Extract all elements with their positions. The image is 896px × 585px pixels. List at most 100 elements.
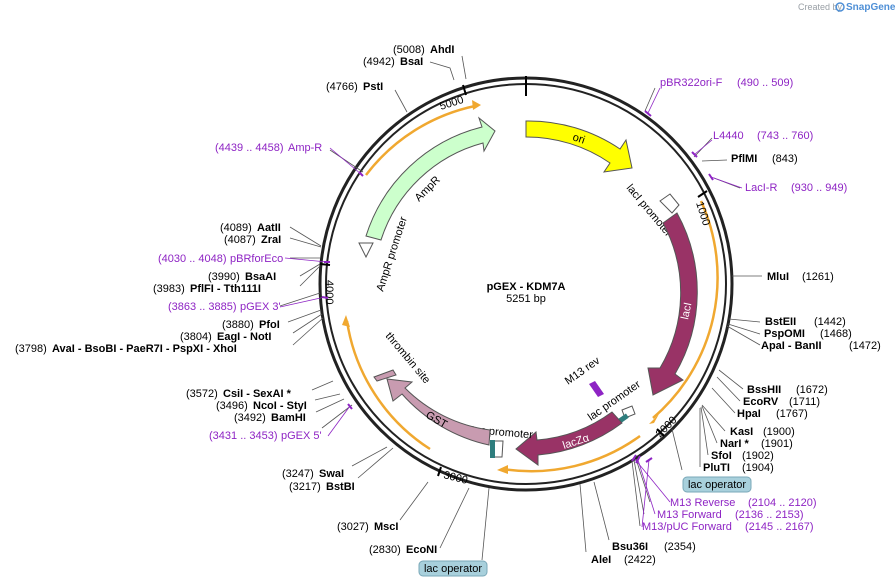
primer-amp-r: Amp-R — [288, 142, 322, 154]
plasmid-backbone — [318, 76, 734, 492]
laci-label: lacI — [679, 301, 694, 320]
m13-rev-label: M13 rev — [563, 355, 603, 388]
site-sfoi-pos: (1902) — [742, 450, 774, 462]
site-hpai-pos: (1767) — [776, 408, 808, 420]
thrombin-site-label: thrombin site — [383, 330, 433, 386]
site-pspomi: PspOMI — [764, 328, 805, 340]
primer-m13-reverse: M13 Reverse — [670, 497, 735, 509]
tick-2000-mark — [656, 428, 665, 437]
feature-laci-promoter — [659, 193, 680, 214]
site-pfoi-pos: (3880) — [222, 319, 254, 331]
site-avai-group-pos: (3798) — [15, 343, 47, 355]
feature-m13-rev — [589, 381, 604, 397]
primer-l4440: L4440 — [713, 130, 744, 142]
primer-amp-r-range: (4439 .. 4458) — [215, 142, 284, 154]
site-nari: NarI * — [720, 438, 749, 450]
gst-arc-arrowhead — [342, 315, 350, 327]
primer-pgex-5-range: (3431 .. 3453) — [209, 430, 278, 442]
feature-ori — [525, 120, 633, 173]
lacI-arc — [652, 200, 719, 419]
lac-operator-box-bottom: lac operator — [418, 560, 488, 577]
site-pfoi: PfoI — [259, 319, 280, 331]
site-nari-pos: (1901) — [761, 438, 793, 450]
site-pflfi-tth111i: PflFI - Tth111I — [190, 283, 261, 295]
primer-laci-r-range: (930 .. 949) — [791, 182, 847, 194]
ori-label: ori — [571, 131, 586, 146]
site-bsaai-pos: (3990) — [208, 271, 240, 283]
tick-3000-label: 3000 — [442, 469, 469, 487]
primer-l4440-range: (743 .. 760) — [757, 130, 813, 142]
plasmid-length: 5251 bp — [506, 293, 546, 305]
site-bstbi: BstBI — [326, 481, 355, 493]
site-sfoi: SfoI — [711, 450, 732, 462]
ampr-arc — [365, 104, 476, 176]
gst-arc — [345, 320, 431, 451]
site-pflmi: PflMI — [731, 153, 757, 165]
site-zrai: ZraI — [261, 234, 281, 246]
site-bstbi-pos: (3217) — [289, 481, 321, 493]
site-bsai-pos: (4942) — [363, 56, 395, 68]
site-alei-pos: (2422) — [624, 554, 656, 566]
feature-ampr — [365, 116, 496, 241]
site-pluti-pos: (1904) — [742, 462, 774, 474]
tick-4000-label: 4000 — [323, 280, 335, 304]
site-apai-banii: ApaI - BanII — [761, 340, 822, 352]
feature-thrombin-site — [373, 369, 397, 382]
site-msci: MscI — [374, 521, 398, 533]
site-apai-banii-pos: (1472) — [849, 340, 881, 352]
primer-m13-puc-forward-range: (2145 .. 2167) — [745, 521, 814, 533]
site-bamhi: BamHI — [271, 412, 306, 424]
site-ecorv-pos: (1711) — [789, 396, 820, 408]
site-econi: EcoNI — [406, 544, 437, 556]
created-by-text: Created by — [798, 2, 843, 12]
snapgene-logo-icon — [835, 2, 845, 12]
lac-operator-label-right: lac operator — [688, 479, 746, 491]
leader-lines — [279, 55, 762, 561]
site-psti-pos: (4766) — [326, 81, 358, 93]
feature-lacz-alpha — [515, 411, 623, 466]
site-zrai-pos: (4087) — [224, 234, 256, 246]
primer-pbr322ori-f: pBR322ori-F — [660, 77, 723, 89]
site-pspomi-pos: (1468) — [820, 328, 852, 340]
lac-operator-box-right: lac operator — [682, 476, 752, 493]
plasmid-title: pGEX - KDM7A — [487, 281, 566, 293]
site-kasi-pos: (1900) — [763, 426, 795, 438]
primer-m13-forward: M13 Forward — [657, 509, 722, 521]
site-csii-sexai: CsiI - SexAI * — [223, 388, 292, 400]
primer-laci-r: LacI-R — [745, 182, 777, 194]
site-csii-sexai-pos: (3572) — [186, 388, 218, 400]
site-avai-group: AvaI - BsoBI - PaeR7I - PspXI - XhoI — [52, 343, 237, 355]
site-hpai: HpaI — [737, 408, 761, 420]
site-bsteii: BstEII — [765, 316, 796, 328]
primer-pgex-3-range: (3863 .. 3885) — [168, 301, 237, 313]
site-ncoi-styi-pos: (3496) — [216, 400, 248, 412]
site-bamhi-pos: (3492) — [234, 412, 266, 424]
feature-laci — [647, 212, 698, 396]
site-eagi-noti-pos: (3804) — [180, 331, 212, 343]
primer-m13-puc-forward: M13/pUC Forward — [642, 521, 732, 533]
primer-pbrforeco: pBRforEco — [230, 253, 283, 265]
tick-5000-mark — [462, 84, 467, 96]
site-alei: AleI — [591, 554, 611, 566]
site-aatii-pos: (4089) — [220, 222, 252, 234]
site-pflfi-tth111i-pos: (3983) — [153, 283, 185, 295]
site-eagi-noti: EagI - NotI — [217, 331, 271, 343]
site-pluti: PluTI — [703, 462, 730, 474]
primer-pbrforeco-range: (4030 .. 4048) — [158, 253, 227, 265]
site-bsshii-pos: (1672) — [796, 384, 828, 396]
site-ncoi-styi: NcoI - StyI — [253, 400, 307, 412]
site-bsu36i-pos: (2354) — [664, 541, 696, 553]
tick-4000-mark — [319, 263, 331, 266]
site-bsshii: BssHII — [747, 384, 781, 396]
lac-operator-label-bottom: lac operator — [424, 563, 482, 575]
site-bsteii-pos: (1442) — [814, 316, 846, 328]
lacI-arc-arrowhead — [649, 414, 659, 424]
snapgene-brand-text: SnapGene — [846, 2, 896, 13]
ampr-arc-arrowhead — [472, 100, 481, 110]
site-swai-pos: (3247) — [282, 468, 314, 480]
primer-pgex-3: pGEX 3' — [240, 301, 281, 313]
site-ahdi-pos: (5008) — [393, 44, 425, 56]
primer-m13-reverse-range: (2104 .. 2120) — [748, 497, 817, 509]
site-bsaai: BsaAI — [245, 271, 276, 283]
